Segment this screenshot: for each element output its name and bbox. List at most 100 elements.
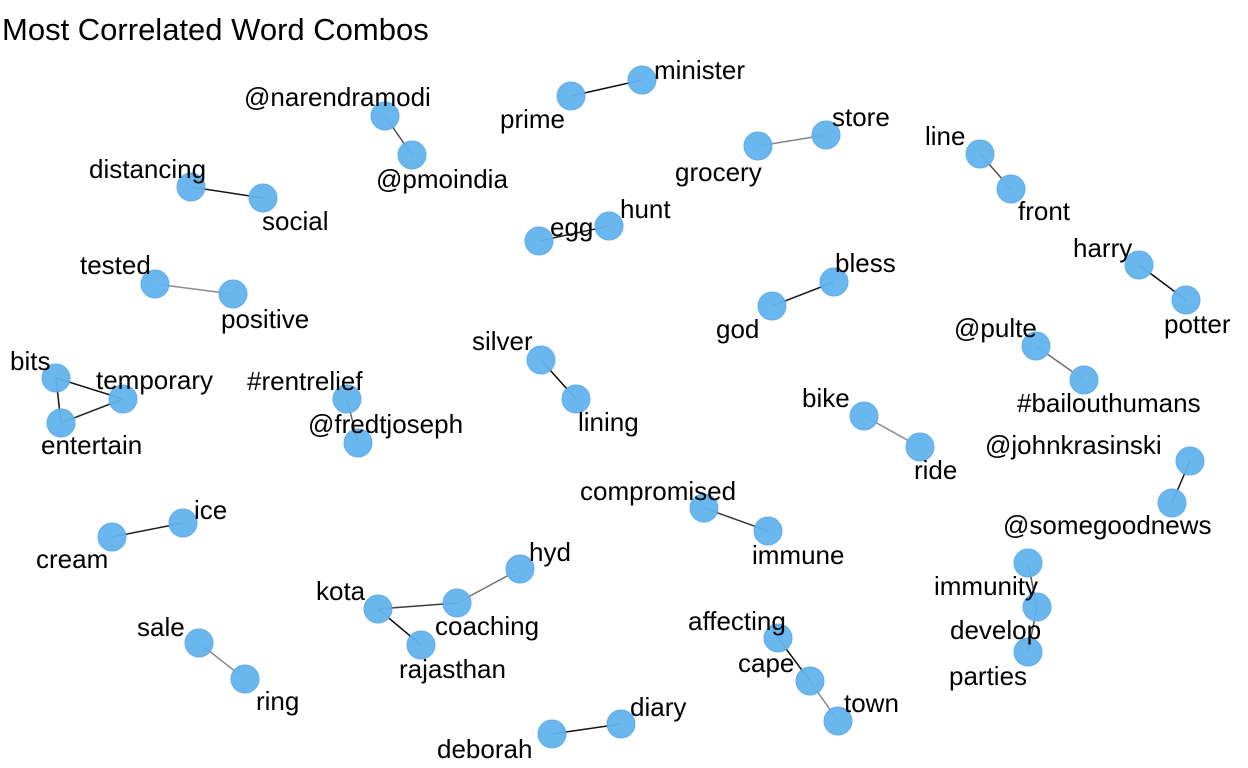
node-label-minister: minister <box>654 55 745 85</box>
node-cream <box>97 522 127 552</box>
node-label-hunt: hunt <box>620 194 671 224</box>
labels-layer: minister prime @narendramodi @pmoindia store… <box>10 55 1231 764</box>
node-parties <box>1013 637 1043 667</box>
node-deborah <box>537 719 567 749</box>
node-label-pmoindia: @pmoindia <box>376 164 508 194</box>
node-bailouthumans <box>1069 365 1099 395</box>
node-label-parties: parties <box>949 661 1027 691</box>
node-label-rajasthan: rajasthan <box>399 654 506 684</box>
node-label-fredtjoseph: @fredtjoseph <box>308 409 463 439</box>
node-bits <box>41 363 71 393</box>
node-egg <box>524 226 554 256</box>
node-label-immune: immune <box>752 540 844 570</box>
node-label-deborah: deborah <box>437 734 532 764</box>
node-diary <box>606 709 636 739</box>
node-god <box>757 291 787 321</box>
node-label-narendramodi: @narendramodi <box>244 82 431 112</box>
node-kota <box>363 594 393 624</box>
node-potter <box>1171 285 1201 315</box>
node-label-harry: harry <box>1073 233 1132 263</box>
node-label-egg: egg <box>550 212 593 242</box>
node-label-rentrelief: #rentrelief <box>247 366 363 396</box>
node-ring <box>230 664 260 694</box>
node-johnkrasinski <box>1175 446 1205 476</box>
node-label-pulte: @pulte <box>954 313 1037 343</box>
node-prime <box>556 81 586 111</box>
node-label-diary: diary <box>630 692 686 722</box>
node-label-bailouthumans: #bailouthumans <box>1017 388 1201 418</box>
node-sale <box>184 628 214 658</box>
node-label-positive: positive <box>221 304 309 334</box>
node-label-compromised: compromised <box>580 476 736 506</box>
node-immunity <box>1013 548 1043 578</box>
node-label-temporary: temporary <box>96 365 213 395</box>
node-hyd <box>505 554 535 584</box>
node-label-silver: silver <box>472 326 533 356</box>
node-tested <box>140 269 170 299</box>
node-label-kota: kota <box>316 576 366 606</box>
node-label-lining: lining <box>578 407 639 437</box>
node-label-ice: ice <box>194 495 227 525</box>
node-lining <box>561 384 591 414</box>
node-label-coaching: coaching <box>435 611 539 641</box>
node-pulte <box>1021 331 1051 361</box>
node-ride <box>905 432 935 462</box>
chart-title: Most Correlated Word Combos <box>2 12 429 47</box>
node-label-develop: develop <box>950 615 1041 645</box>
node-store <box>811 120 841 150</box>
node-front <box>996 174 1026 204</box>
node-positive <box>218 279 248 309</box>
node-coaching <box>442 588 472 618</box>
node-harry <box>1124 250 1154 280</box>
node-distancing <box>176 172 206 202</box>
node-label-potter: potter <box>1164 309 1231 339</box>
node-label-god: god <box>716 314 759 344</box>
node-label-ride: ride <box>914 455 957 485</box>
node-label-johnkrasinski: @johnkrasinski <box>985 430 1162 460</box>
node-label-immunity: immunity <box>934 571 1038 601</box>
node-social <box>248 183 278 213</box>
node-entertain <box>46 408 76 438</box>
node-bless <box>819 267 849 297</box>
node-label-social: social <box>262 206 328 236</box>
node-cape <box>795 666 825 696</box>
node-label-prime: prime <box>500 104 565 134</box>
node-label-line: line <box>925 121 965 151</box>
node-minister <box>627 65 657 95</box>
nodes-layer <box>41 65 1205 749</box>
node-label-ring: ring <box>256 686 299 716</box>
node-develop <box>1022 592 1052 622</box>
node-label-affecting: affecting <box>688 606 786 636</box>
node-grocery <box>743 131 773 161</box>
node-town <box>823 706 853 736</box>
node-narendramodi <box>370 101 400 131</box>
node-immune <box>753 516 783 546</box>
node-bike <box>849 401 879 431</box>
node-label-distancing: distancing <box>89 154 206 184</box>
node-label-front: front <box>1018 196 1071 226</box>
node-label-bike: bike <box>802 383 850 413</box>
node-label-somegoodnews: @somegoodnews <box>1003 510 1212 540</box>
node-label-sale: sale <box>137 612 185 642</box>
node-rajasthan <box>406 630 436 660</box>
node-compromised <box>689 493 719 523</box>
node-line <box>965 139 995 169</box>
node-label-town: town <box>844 688 899 718</box>
node-label-entertain: entertain <box>41 430 142 460</box>
node-label-tested: tested <box>80 250 151 280</box>
node-affecting <box>763 623 793 653</box>
node-pmoindia <box>397 140 427 170</box>
node-label-bits: bits <box>10 346 50 376</box>
node-ice <box>168 508 198 538</box>
node-label-bless: bless <box>835 248 896 278</box>
node-temporary <box>108 384 138 414</box>
node-somegoodnews <box>1157 488 1187 518</box>
node-label-grocery: grocery <box>675 157 762 187</box>
node-hunt <box>594 211 624 241</box>
node-label-cream: cream <box>36 544 108 574</box>
node-label-hyd: hyd <box>529 537 571 567</box>
node-label-store: store <box>832 102 890 132</box>
node-silver <box>526 345 556 375</box>
node-label-cape: cape <box>738 648 794 678</box>
